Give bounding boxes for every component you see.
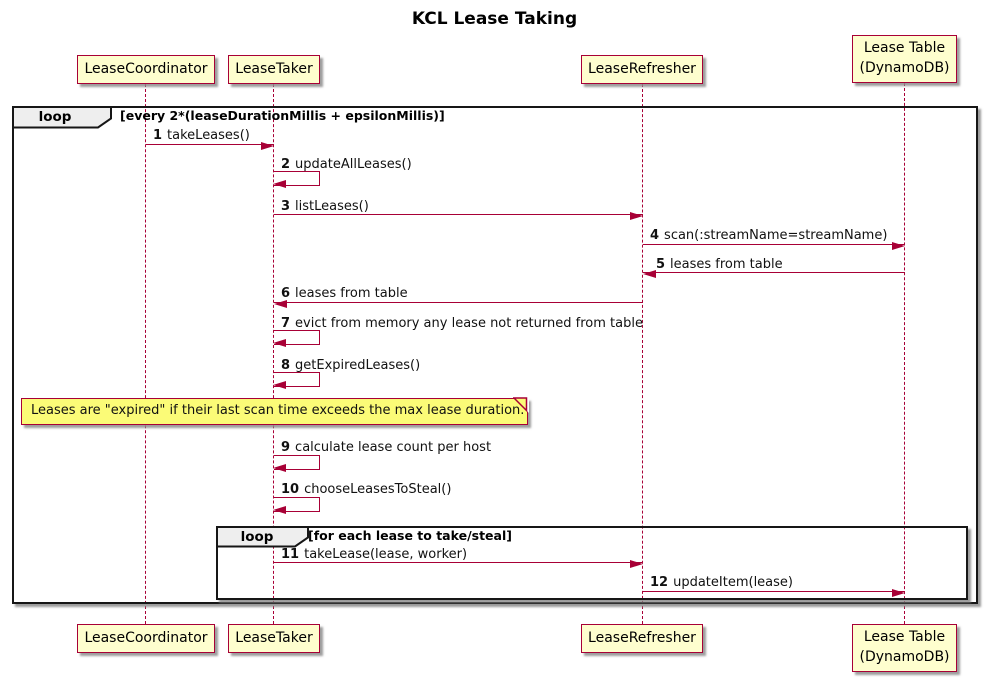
loop-frame-outer: loop (11, 105, 978, 604)
message-10-text: chooseLeasesToSteal() (304, 482, 452, 497)
arrowhead-right-icon (892, 588, 905, 597)
arrowhead-left-icon (273, 381, 286, 390)
arrowhead-right-icon (892, 241, 905, 250)
message-4-text: scan(:streamName=streamName) (664, 228, 888, 243)
arrowhead-left-icon (643, 269, 656, 278)
loop-condition-outer: [every 2*(leaseDurationMillis + epsilonM… (120, 108, 445, 123)
message-1-number: 1 (153, 128, 163, 143)
participant-bottom-leaserefresher: LeaseRefresher (581, 624, 703, 653)
message-9-label: 9 calculate lease count per host (281, 440, 491, 455)
message-1-arrow (146, 141, 274, 150)
message-5-number: 5 (656, 257, 666, 272)
message-7-text: evict from memory any lease not returned… (295, 316, 643, 331)
loop-keyword-outer: loop (38, 109, 72, 125)
arrowhead-left-icon (273, 180, 286, 189)
message-1-text: takeLeases() (167, 128, 250, 143)
message-1-label: 1 takeLeases() (153, 128, 250, 143)
arrowhead-left-icon (273, 506, 286, 515)
message-3-text: listLeases() (295, 199, 369, 214)
participant-top-leaserefresher: LeaseRefresher (581, 55, 703, 84)
message-3-label: 3 listLeases() (281, 199, 369, 214)
message-7-number: 7 (281, 316, 291, 331)
message-8-number: 8 (281, 358, 291, 373)
lifeline-leasecoordinator (145, 84, 146, 624)
message-4-arrow (643, 241, 905, 250)
loop-keyword-inner: loop (240, 529, 274, 545)
arrowhead-left-icon (273, 339, 286, 348)
message-12-number: 12 (650, 575, 669, 590)
message-12-text: updateItem(lease) (673, 575, 793, 590)
message-7-self-arrow (273, 330, 320, 348)
loop-condition-inner: [for each lease to take/steal] (308, 528, 512, 543)
message-12-arrow (643, 588, 905, 597)
message-4-number: 4 (650, 228, 660, 243)
message-6-arrow (274, 299, 643, 308)
message-7-label: 7 evict from memory any lease not returne… (281, 316, 643, 331)
message-3-arrow (274, 211, 643, 220)
message-5-label: 5 leases from table (656, 257, 783, 272)
arrowhead-left-icon (274, 299, 287, 308)
participant-top-leasetable: Lease Table (DynamoDB) (852, 35, 957, 83)
message-12-label: 12 updateItem(lease) (650, 575, 793, 590)
lifeline-leaserefresher (642, 84, 643, 624)
message-2-self-arrow (273, 171, 320, 189)
message-6-text: leases from table (295, 286, 408, 301)
lifeline-leasetable (904, 83, 905, 624)
participant-top-leasetaker: LeaseTaker (228, 55, 320, 84)
message-5-arrow (643, 269, 905, 278)
message-10-self-arrow (273, 497, 320, 515)
arrowhead-left-icon (273, 464, 286, 473)
message-11-label: 11 takeLease(lease, worker) (281, 547, 467, 562)
message-6-label: 6 leases from table (281, 286, 408, 301)
message-9-text: calculate lease count per host (295, 440, 492, 455)
message-2-label: 2 updateAllLeases() (281, 157, 412, 172)
message-4-label: 4 scan(:streamName=streamName) (650, 228, 887, 243)
message-10-number: 10 (281, 482, 300, 497)
note-text: Leases are "expired" if their last scan … (31, 403, 525, 418)
note-fold-icon (512, 397, 529, 414)
note: Leases are "expired" if their last scan … (21, 397, 529, 425)
message-9-self-arrow (273, 455, 320, 473)
loop-pentagon-icon (11, 105, 112, 129)
message-11-number: 11 (281, 547, 300, 562)
loop-pentagon-icon (215, 525, 309, 548)
participant-bottom-leasetaker: LeaseTaker (228, 624, 320, 653)
arrowhead-right-icon (630, 559, 643, 568)
message-10-label: 10 chooseLeasesToSteal() (281, 482, 451, 497)
message-11-text: takeLease(lease, worker) (304, 547, 468, 562)
message-5-text: leases from table (670, 257, 783, 272)
participant-bottom-leasetable: Lease Table (DynamoDB) (852, 624, 957, 672)
diagram-title: KCL Lease Taking (411, 9, 578, 29)
message-11-arrow (274, 559, 643, 568)
message-2-number: 2 (281, 157, 291, 172)
loop-frame-inner: loop (215, 525, 968, 600)
message-8-self-arrow (273, 372, 320, 390)
participant-bottom-leasecoordinator: LeaseCoordinator (77, 624, 215, 653)
lifeline-leasetaker (273, 84, 274, 624)
message-9-number: 9 (281, 440, 291, 455)
message-8-text: getExpiredLeases() (295, 358, 421, 373)
message-6-number: 6 (281, 286, 291, 301)
participant-top-leasecoordinator: LeaseCoordinator (77, 55, 215, 84)
arrowhead-right-icon (261, 141, 274, 150)
message-8-label: 8 getExpiredLeases() (281, 358, 420, 373)
message-3-number: 3 (281, 199, 291, 214)
arrowhead-right-icon (630, 211, 643, 220)
message-2-text: updateAllLeases() (295, 157, 412, 172)
